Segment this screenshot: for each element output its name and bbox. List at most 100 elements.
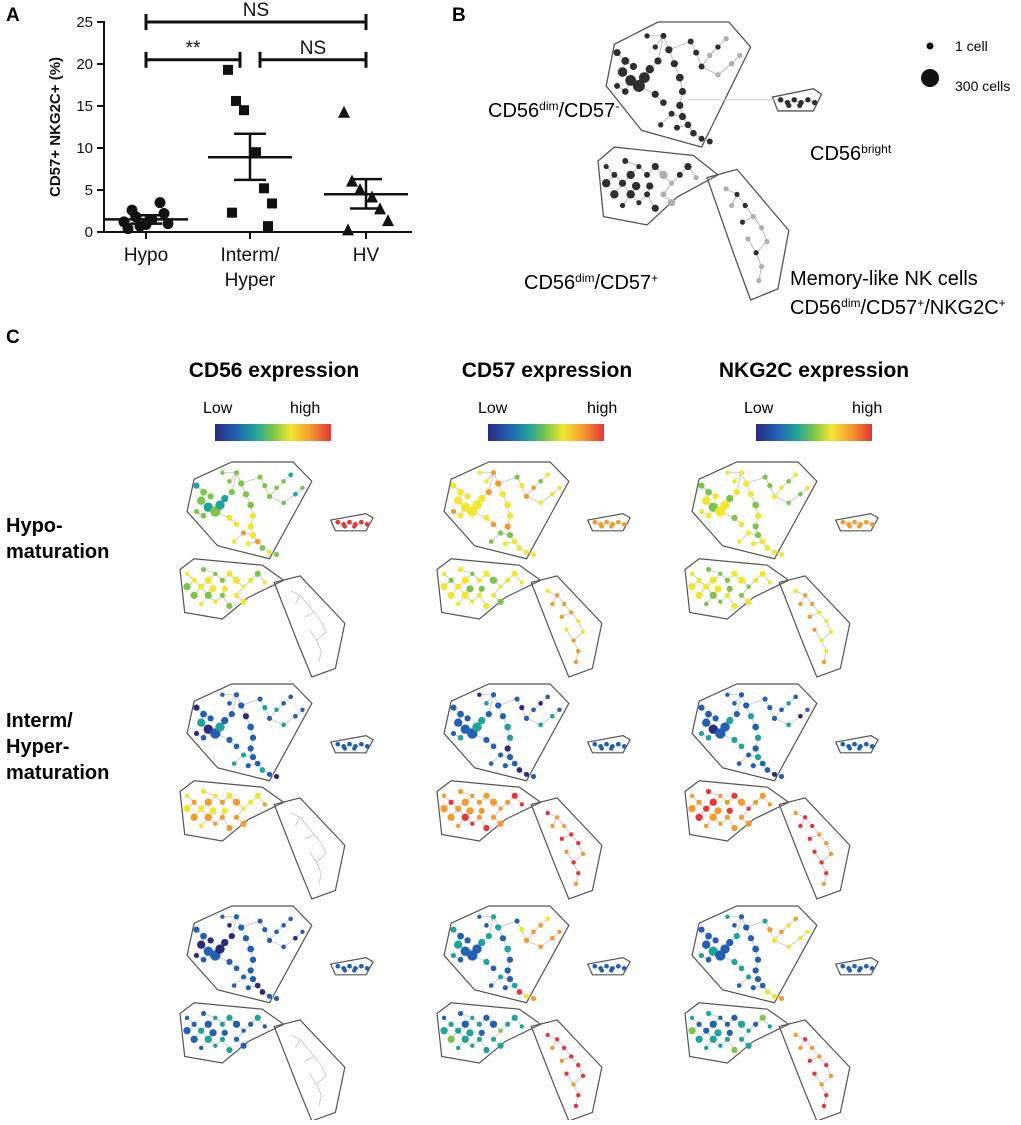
tree-node xyxy=(754,753,762,761)
tree-node xyxy=(273,551,280,558)
tree-node xyxy=(506,512,514,519)
tree-node xyxy=(733,488,740,496)
tree-edge xyxy=(313,834,322,844)
tree-node xyxy=(738,1036,745,1042)
tree-node xyxy=(698,926,705,933)
tree-node xyxy=(504,501,512,509)
tree-node xyxy=(499,491,507,498)
tree-node xyxy=(714,585,722,593)
data-point xyxy=(223,64,233,75)
tree-node xyxy=(821,659,827,665)
tree-node xyxy=(786,500,791,506)
tree-node xyxy=(213,571,218,576)
tree-node xyxy=(754,956,762,963)
tree-node xyxy=(506,956,514,963)
tree-node xyxy=(745,974,752,980)
tree-node xyxy=(718,599,723,604)
tree-node xyxy=(514,918,520,924)
tree-node xyxy=(233,914,240,920)
tree-node xyxy=(447,1035,455,1043)
tree-node xyxy=(249,512,257,519)
tree-node xyxy=(281,500,286,506)
tree-node xyxy=(249,734,257,741)
tree-node xyxy=(221,1029,228,1036)
tree-node xyxy=(240,598,247,605)
tree-node xyxy=(281,479,286,484)
tree-node xyxy=(483,514,490,522)
tree-node xyxy=(502,985,508,991)
tree-node xyxy=(478,494,486,503)
tree-node xyxy=(752,745,759,752)
tree-node xyxy=(198,601,204,607)
tree-edge xyxy=(320,1064,327,1077)
tree-node xyxy=(778,773,785,780)
tree-edge xyxy=(299,817,308,827)
tree-node xyxy=(498,1028,503,1033)
tree-node xyxy=(495,480,502,487)
tree-edge xyxy=(316,640,322,652)
tree-node xyxy=(824,649,829,654)
tree-edge xyxy=(316,862,322,874)
tree-node xyxy=(779,929,784,935)
scale-high-label-nkg2c: high xyxy=(852,400,882,417)
tree-node xyxy=(238,480,245,487)
tree-node xyxy=(750,985,756,991)
tree-node xyxy=(478,1029,485,1036)
tree-node xyxy=(611,171,618,178)
population-hull xyxy=(179,780,285,842)
tree-node xyxy=(812,627,817,632)
data-point xyxy=(130,211,142,223)
tree-node xyxy=(771,549,778,555)
tree-node xyxy=(274,707,279,713)
tree-node xyxy=(183,1027,191,1035)
tree-node xyxy=(233,592,240,598)
scale-low-label-nkg2c: Low xyxy=(744,400,774,417)
tree-node xyxy=(233,814,240,820)
population-hull xyxy=(179,558,285,620)
tree-node xyxy=(213,1015,218,1020)
population-hull xyxy=(329,956,374,976)
tree-node xyxy=(564,849,569,854)
tree-node xyxy=(193,926,200,933)
tree-node xyxy=(724,577,730,583)
tree-node xyxy=(731,1014,738,1021)
tree-node xyxy=(762,918,768,924)
tree-node xyxy=(249,975,257,983)
tree-edge xyxy=(283,937,296,948)
tree-edge xyxy=(488,472,494,493)
tree-node xyxy=(519,483,525,489)
population-hull xyxy=(691,683,818,782)
tree-node xyxy=(821,881,827,887)
tree-node xyxy=(184,1015,190,1020)
tree-node xyxy=(718,571,723,576)
tree-node xyxy=(743,924,750,931)
tree-node xyxy=(720,500,730,510)
population-hull xyxy=(597,146,720,226)
population-hull xyxy=(691,905,818,1004)
tree-node xyxy=(464,493,471,500)
tree-edge xyxy=(294,595,301,605)
tree-node xyxy=(220,692,225,697)
tree-node xyxy=(762,696,768,702)
tree-node xyxy=(621,88,629,95)
tree-edge xyxy=(231,916,237,937)
tree-edge xyxy=(309,1073,317,1085)
tree-node xyxy=(441,793,447,798)
tree-node xyxy=(759,792,766,799)
tree-node xyxy=(604,519,609,525)
population-hull xyxy=(684,558,790,620)
tree-node xyxy=(779,485,784,491)
tree-node xyxy=(247,501,255,509)
tree-node xyxy=(454,496,463,505)
tree-node xyxy=(207,493,214,500)
tree-node xyxy=(523,493,530,499)
tree-node xyxy=(247,723,255,731)
tree-node xyxy=(665,46,673,54)
tree-edge xyxy=(241,698,261,706)
size-legend-large-label: 300 cells xyxy=(955,78,1010,94)
tree-node xyxy=(554,815,560,820)
tree-node xyxy=(747,935,755,942)
tree-node xyxy=(669,180,675,186)
tree-edge xyxy=(736,472,742,493)
tree-node xyxy=(476,1036,482,1042)
